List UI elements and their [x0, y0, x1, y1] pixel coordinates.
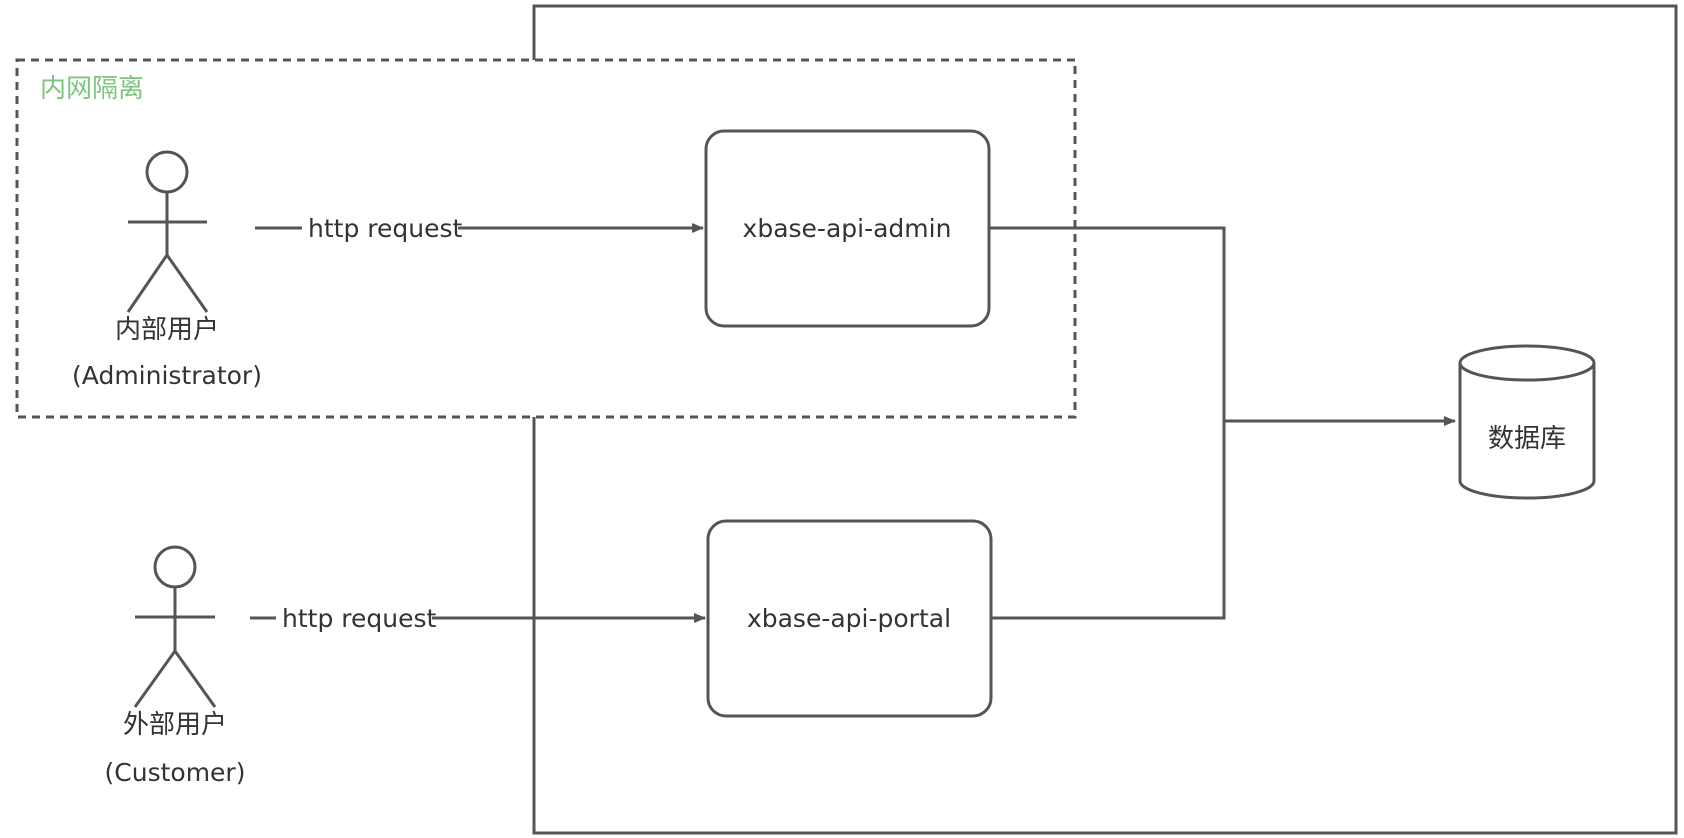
external-user-name: 外部用户	[123, 710, 227, 740]
internal-user-role: (Administrator)	[72, 361, 262, 390]
internal-user-name: 内部用户	[115, 315, 219, 345]
external-request-label: http request	[282, 604, 436, 633]
admin-to-db-connector	[989, 226, 1226, 421]
portal-to-db-connector	[991, 421, 1226, 620]
actor-left-leg	[126, 254, 169, 313]
actor-head	[153, 545, 197, 589]
external-user-role: (Customer)	[105, 758, 246, 787]
external-user-actor	[133, 545, 217, 708]
actor-right-leg	[173, 650, 217, 708]
database-cylinder	[1458, 344, 1596, 500]
database-label: 数据库	[1488, 424, 1566, 454]
admin-service-label: xbase-api-admin	[743, 214, 952, 243]
system-boundary	[532, 4, 1678, 835]
actor-left-leg	[133, 650, 177, 708]
internal-user-actor	[126, 150, 209, 313]
actor-right-leg	[165, 254, 209, 313]
portal-service-label: xbase-api-portal	[747, 604, 951, 633]
intranet-zone-label: 内网隔离	[40, 74, 144, 104]
internal-request-label: http request	[308, 214, 462, 243]
